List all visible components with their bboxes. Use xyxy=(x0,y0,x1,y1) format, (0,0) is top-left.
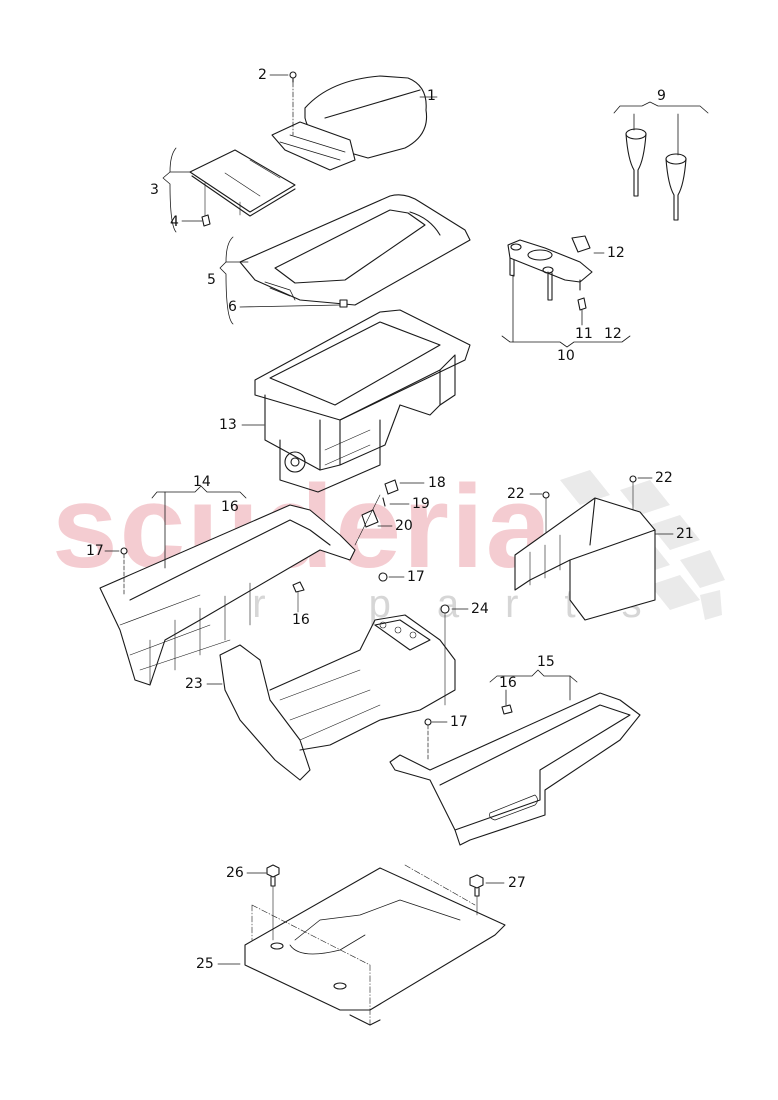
callout-5[interactable]: 5 xyxy=(207,272,216,288)
callout-15[interactable]: 15 xyxy=(537,654,555,670)
callout-16-clip[interactable]: 16 xyxy=(292,612,310,628)
callout-24[interactable]: 24 xyxy=(471,601,489,617)
cup-holder-frame-part-10 xyxy=(507,239,593,301)
callout-25[interactable]: 25 xyxy=(196,956,214,972)
bracket-part-12 xyxy=(571,235,591,253)
clip-part-4 xyxy=(201,214,211,227)
base-plate-part-25 xyxy=(244,864,506,1026)
callout-1[interactable]: 1 xyxy=(427,88,436,104)
callout-19[interactable]: 19 xyxy=(412,496,430,512)
fasteners xyxy=(120,475,637,761)
left-trim-part-14 xyxy=(99,504,356,686)
callout-6[interactable]: 6 xyxy=(228,299,237,315)
callout-23[interactable]: 23 xyxy=(185,676,203,692)
bolts xyxy=(266,864,484,941)
callout-18[interactable]: 18 xyxy=(428,475,446,491)
callout-4[interactable]: 4 xyxy=(170,214,179,230)
cup-insert-part-9 xyxy=(625,113,687,221)
carrier-part-23 xyxy=(219,614,456,781)
right-trim-part-15 xyxy=(389,692,641,846)
rear-cover-part-21 xyxy=(514,497,656,621)
callout-9[interactable]: 9 xyxy=(657,88,666,104)
callout-10[interactable]: 10 xyxy=(557,348,575,364)
armrest-part xyxy=(271,75,428,171)
callout-17-left[interactable]: 17 xyxy=(86,543,104,559)
callout-12-group[interactable]: 12 xyxy=(604,326,622,342)
lid-part-3 xyxy=(189,149,296,218)
storage-box-part-13 xyxy=(254,309,471,493)
callout-22-right[interactable]: 22 xyxy=(655,470,673,486)
callout-27[interactable]: 27 xyxy=(508,875,526,891)
callout-26[interactable]: 26 xyxy=(226,865,244,881)
callout-17-lower[interactable]: 17 xyxy=(450,714,468,730)
clip-part-6 xyxy=(339,299,348,308)
callout-16-group[interactable]: 16 xyxy=(221,499,239,515)
screw-part-2 xyxy=(289,71,297,136)
callout-3[interactable]: 3 xyxy=(150,182,159,198)
callout-14[interactable]: 14 xyxy=(193,474,211,490)
leader-lines xyxy=(104,74,709,965)
clip-part-11 xyxy=(577,297,587,311)
callout-2[interactable]: 2 xyxy=(258,67,267,83)
callout-12-bracket[interactable]: 12 xyxy=(607,245,625,261)
callout-13[interactable]: 13 xyxy=(219,417,237,433)
callout-16-right[interactable]: 16 xyxy=(499,675,517,691)
callout-21[interactable]: 21 xyxy=(676,526,694,542)
callout-20[interactable]: 20 xyxy=(395,518,413,534)
callout-17-middle[interactable]: 17 xyxy=(407,569,425,585)
callout-22-left[interactable]: 22 xyxy=(507,486,525,502)
frame-part-5 xyxy=(239,194,471,306)
callout-11[interactable]: 11 xyxy=(575,326,593,342)
